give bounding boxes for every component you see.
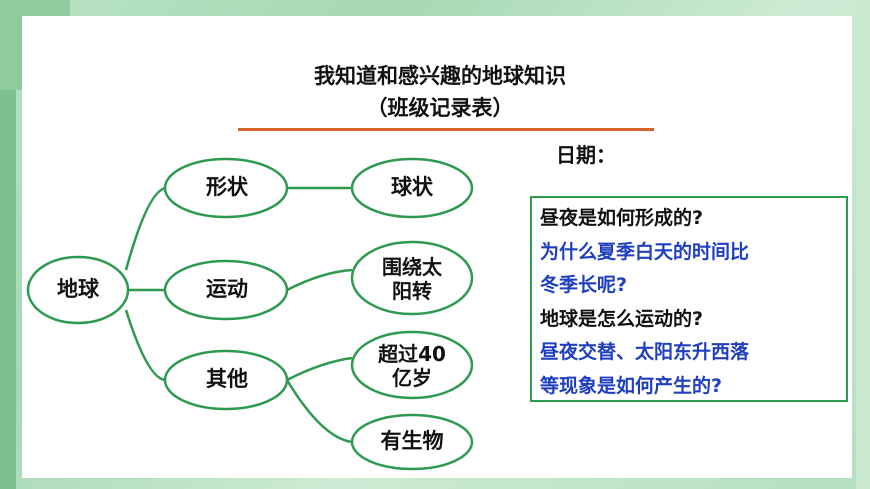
node-orbit xyxy=(350,240,474,316)
slide-subtitle: （班级记录表） xyxy=(366,96,514,120)
edge-motion-orbit xyxy=(286,268,353,292)
node-orbit-line2: 阳转 xyxy=(392,279,432,303)
question-line: 冬季长呢? xyxy=(540,274,628,296)
node-root-label: 地球 xyxy=(57,277,99,302)
question-line: 昼夜是如何形成的? xyxy=(540,207,704,229)
node-other xyxy=(163,349,289,411)
edge-other-age xyxy=(286,356,353,382)
edge-other-life xyxy=(285,379,353,444)
node-other-label: 其他 xyxy=(206,367,248,392)
node-shape-label: 形状 xyxy=(206,175,248,200)
question-line: 昼夜交替、太阳东升西落 xyxy=(540,341,750,363)
edge-root-shape xyxy=(124,186,167,271)
frame-left-stripe xyxy=(0,0,16,489)
node-shape xyxy=(163,157,289,219)
edge-root-other xyxy=(124,309,167,382)
title-underline xyxy=(238,128,654,131)
question-line: 地球是怎么运动的? xyxy=(540,307,704,330)
node-orbit-label: 围绕太 阳转 xyxy=(352,248,472,310)
node-motion-label: 运动 xyxy=(206,277,248,302)
node-orbit-line1: 围绕太 xyxy=(382,255,442,279)
node-motion xyxy=(163,259,289,321)
frame-right-stripe xyxy=(856,0,870,489)
node-age-line2: 亿岁 xyxy=(392,366,432,390)
questions-box: 昼夜是如何形成的? 为什么夏季白天的时间比 冬季长呢? 地球是怎么运动的? 昼夜… xyxy=(530,196,848,402)
question-line: 等现象是如何产生的? xyxy=(540,374,723,397)
node-life-label: 有生物 xyxy=(380,429,444,454)
node-root xyxy=(26,255,130,325)
node-age xyxy=(350,330,474,400)
node-life xyxy=(350,413,474,471)
node-age-label: 超过40 亿岁 xyxy=(352,336,472,396)
node-round xyxy=(350,157,474,219)
node-round-label: 球状 xyxy=(391,175,433,200)
node-age-line1: 超过40 xyxy=(378,342,446,366)
question-line: 为什么夏季白天的时间比 xyxy=(540,240,750,263)
slide-title: 我知道和感兴趣的地球知识 xyxy=(314,64,566,88)
date-label: 日期： xyxy=(556,143,616,167)
